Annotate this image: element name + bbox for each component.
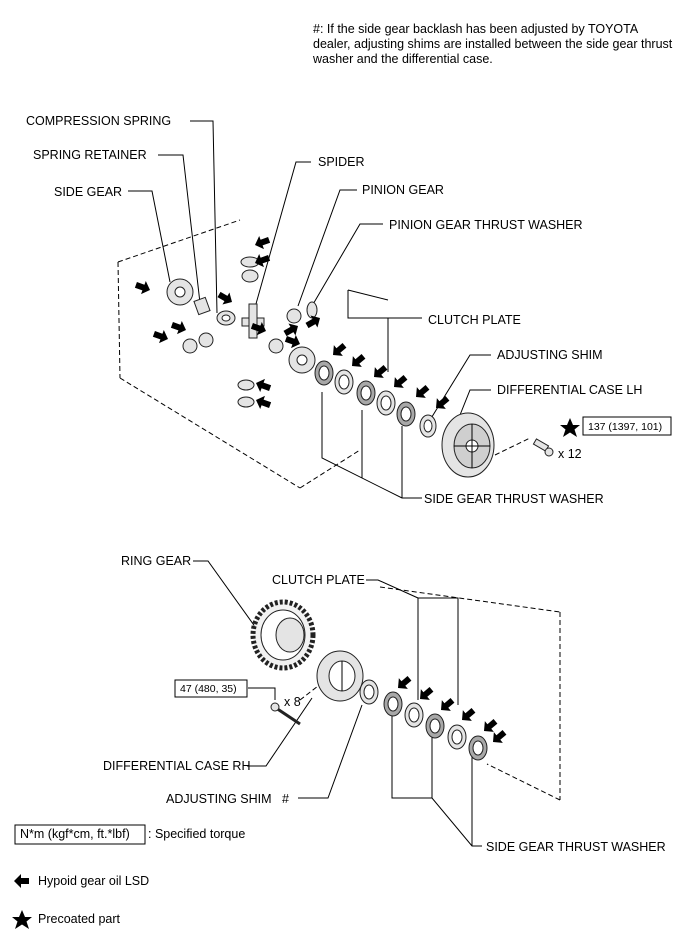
- legend-torque-box: [14, 824, 146, 845]
- clutch-stack-lower: [359, 679, 488, 761]
- clutch-stack-upper: [314, 360, 437, 438]
- label-side-gear: SIDE GEAR: [54, 185, 122, 199]
- lower-leaders: [193, 560, 482, 847]
- lower-assembly-outline: [299, 586, 561, 801]
- lh-bolt: [532, 438, 554, 457]
- legend-torque-units: N*m (kgf*cm, ft.*lbf): [20, 827, 130, 841]
- label-adjusting-shim-top: ADJUSTING SHIM: [497, 348, 603, 362]
- lh-torque-box: [582, 416, 672, 436]
- arrow-left-icon: [14, 874, 29, 888]
- label-spring-retainer: SPRING RETAINER: [33, 148, 147, 162]
- side-gear-lower: [288, 346, 316, 374]
- label-spider: SPIDER: [318, 155, 365, 169]
- rh-torque-box: [174, 679, 248, 698]
- label-clutch-plate-top: CLUTCH PLATE: [428, 313, 521, 327]
- upper-leaders: [128, 120, 491, 499]
- upper-assembly-outline: [117, 219, 531, 489]
- legend-oil-desc: Hypoid gear oil LSD: [38, 874, 149, 888]
- star-icon: [560, 418, 580, 437]
- backlash-note: #: If the side gear backlash has been ad…: [313, 22, 673, 66]
- label-clutch-plate-bottom: CLUTCH PLATE: [272, 573, 365, 587]
- pinion-gears-upper: [182, 256, 318, 408]
- label-compression-spring: COMPRESSION SPRING: [26, 114, 171, 128]
- ring-gear-part: [250, 599, 316, 671]
- rh-bolt-qty: x 8: [284, 695, 301, 709]
- side-gear-upper: [166, 278, 194, 306]
- legend-torque-desc: : Specified torque: [148, 827, 245, 841]
- differential-case-rh-part: [316, 650, 364, 702]
- differential-case-lh-part: [441, 412, 495, 478]
- lh-bolt-qty: x 12: [558, 447, 582, 461]
- label-side-gear-thrust-washer-bottom: SIDE GEAR THRUST WASHER: [486, 840, 666, 854]
- label-side-gear-thrust-washer-top: SIDE GEAR THRUST WASHER: [424, 492, 604, 506]
- rh-bolt: [270, 702, 301, 726]
- label-pinion-gear: PINION GEAR: [362, 183, 444, 197]
- lh-bolt-spec: 137 (1397, 101): [588, 421, 662, 433]
- compression-spring-upper: [216, 310, 236, 326]
- star-icon: [12, 910, 32, 929]
- label-ring-gear: RING GEAR: [121, 554, 191, 568]
- label-differential-case-rh: DIFFERENTIAL CASE RH: [103, 759, 250, 773]
- spring-retainer-upper: [193, 296, 211, 316]
- hash-mark: #: [282, 792, 289, 806]
- label-differential-case-lh: DIFFERENTIAL CASE LH: [497, 383, 642, 397]
- label-pinion-gear-thrust-washer: PINION GEAR THRUST WASHER: [389, 218, 583, 232]
- label-adjusting-shim-bottom: ADJUSTING SHIM: [166, 792, 272, 806]
- legend-precoat-desc: Precoated part: [38, 912, 121, 926]
- rh-bolt-spec: 47 (480, 35): [180, 683, 237, 695]
